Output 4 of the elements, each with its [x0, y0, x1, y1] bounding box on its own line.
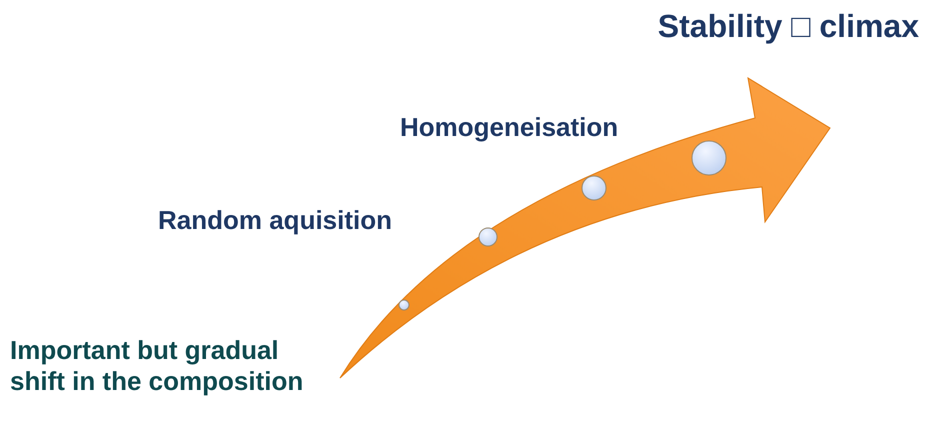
- title: Stability □ climax: [658, 8, 919, 45]
- stage-label: Important but gradual shift in the composition: [10, 335, 304, 398]
- stage-label: Homogeneisation: [400, 112, 618, 143]
- stage-label: Random aquisition: [158, 205, 392, 236]
